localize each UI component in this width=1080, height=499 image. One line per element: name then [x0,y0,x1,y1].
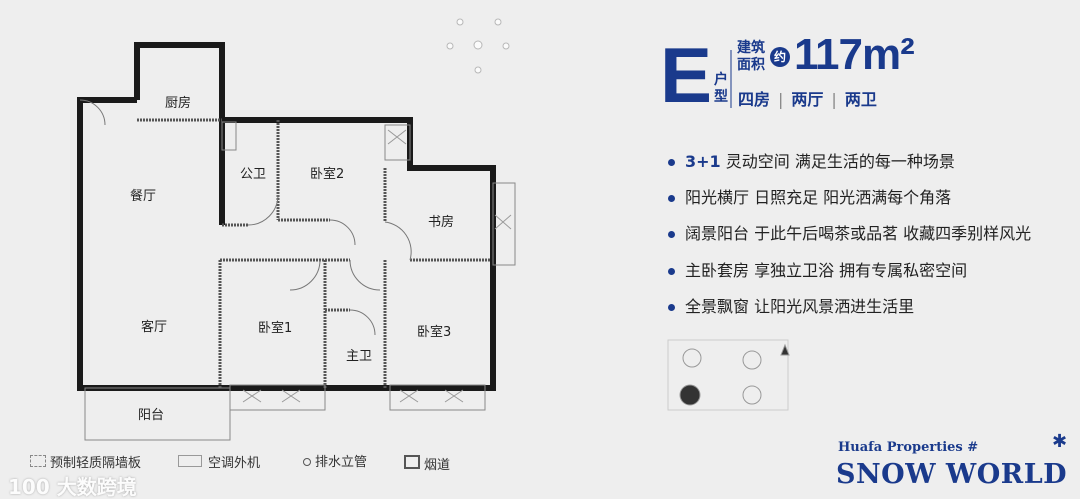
room-bedroom1: 卧室1 [258,321,293,336]
room-bedroom2: 卧室2 [310,167,345,182]
feature-bullet: 阔景阳台 于此午后喝茶或品茗 收藏四季别样风光 [668,220,1031,244]
feature-bullet: 全景飘窗 让阳光风景洒进生活里 [668,293,914,317]
watermark: 100 大数跨境 [8,475,137,499]
feature-bullet: 主卧套房 享独立卫浴 拥有专属私密空间 [668,257,967,281]
room-dining: 餐厅 [130,189,157,204]
room-study: 书房 [428,215,455,230]
room-balcony: 阳台 [138,408,165,423]
brand-company: Huafa Properties # [838,440,979,455]
snowflake-decoration [446,18,510,74]
area-value: 117m² [794,30,915,79]
feature-bullet: 阳光横厅 日照充足 阳光洒满每个角落 [668,184,951,208]
unit-suffix: 户型 [714,72,728,105]
layout-rooms: 四房 [738,90,771,109]
legend-drain-pipe: 排水立管 [303,455,367,471]
door-arcs [79,99,412,336]
layout-halls: 两厅 [791,90,824,109]
layout-summary: 四房|两厅|两卫 [738,90,877,109]
site-map-thumbnail [667,339,790,411]
feature-bullet: 3+1 灵动空间 满足生活的每一种场景 [668,148,955,172]
snowflake-icon: ✱ [1052,431,1068,452]
unit-letter: E [660,31,713,119]
legend-partition-wall: 预制轻质隔墙板 [30,455,141,472]
brand-project: SNOW WORLD [836,459,1068,490]
legend-flue: 烟道 [404,455,450,474]
room-kitchen: 厨房 [165,96,192,111]
approx-badge: 约 [770,47,790,67]
room-master-bath: 主卫 [346,349,373,364]
area-label: 建筑面积 [737,40,765,73]
room-living: 客厅 [141,320,168,335]
legend-ac-unit: 空调外机 [178,455,260,472]
windows [84,121,516,441]
room-bedroom3: 卧室3 [417,325,452,340]
layout-baths: 两卫 [844,90,877,109]
room-public-bath: 公卫 [240,167,267,182]
inner-walls [137,118,490,388]
ac-units-icon [242,129,512,403]
